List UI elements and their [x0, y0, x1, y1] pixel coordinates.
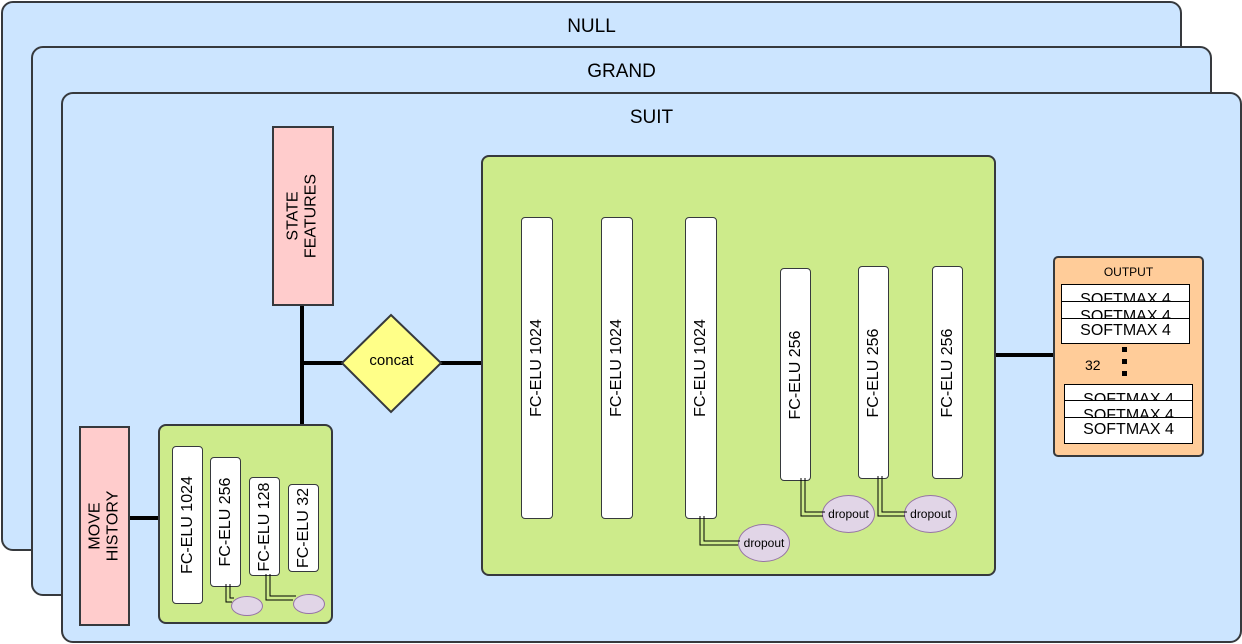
encoder-layer-1: FC-ELU 1024 — [172, 446, 203, 604]
encoder-dropout-1 — [231, 596, 263, 616]
move-history-encoder: FC-ELU 1024 FC-ELU 256 FC-ELU 128 FC-ELU… — [158, 424, 333, 624]
output-title: OUTPUT — [1103, 265, 1154, 279]
state-features-wire — [300, 306, 304, 426]
null-panel-title: NULL — [567, 16, 616, 37]
softmax-bottom-front: SOFTMAX 4 — [1064, 417, 1193, 444]
state-features-node: STATE FEATURES — [272, 126, 334, 306]
main-dropout-3: dropout — [904, 495, 957, 533]
concat-left-wire — [300, 361, 345, 365]
softmax-count: 32 — [1085, 357, 1101, 373]
main-layer-2: FC-ELU 1024 — [601, 217, 633, 519]
concat-right-wire — [437, 361, 482, 365]
main-layer-1: FC-ELU 1024 — [521, 217, 553, 519]
encoder-dropout-2 — [293, 594, 325, 614]
grand-panel-title: GRAND — [587, 61, 656, 82]
softmax-ellipsis — [1122, 347, 1127, 381]
concat-label: concat — [369, 352, 414, 369]
main-layer-3: FC-ELU 1024 — [685, 217, 717, 519]
main-layer-5: FC-ELU 256 — [858, 266, 889, 479]
encoder-layer-3: FC-ELU 128 — [249, 477, 280, 576]
main-layer-6: FC-ELU 256 — [932, 266, 963, 479]
main-layer-4: FC-ELU 256 — [780, 268, 811, 481]
output-wire — [994, 353, 1054, 357]
softmax-top-front: SOFTMAX 4 — [1061, 318, 1190, 344]
main-network: FC-ELU 1024 FC-ELU 1024 FC-ELU 1024 FC-E… — [481, 155, 996, 576]
suit-panel-title: SUIT — [629, 107, 674, 128]
concat-diamond — [340, 313, 443, 414]
encoder-layer-2: FC-ELU 256 — [210, 457, 241, 587]
main-dropout-2: dropout — [822, 495, 875, 533]
encoder-layer-4: FC-ELU 32 — [288, 484, 319, 572]
main-dropout-1: dropout — [738, 524, 790, 562]
move-history-node: MOVE HISTORY — [79, 426, 130, 626]
move-history-wire — [129, 516, 159, 520]
